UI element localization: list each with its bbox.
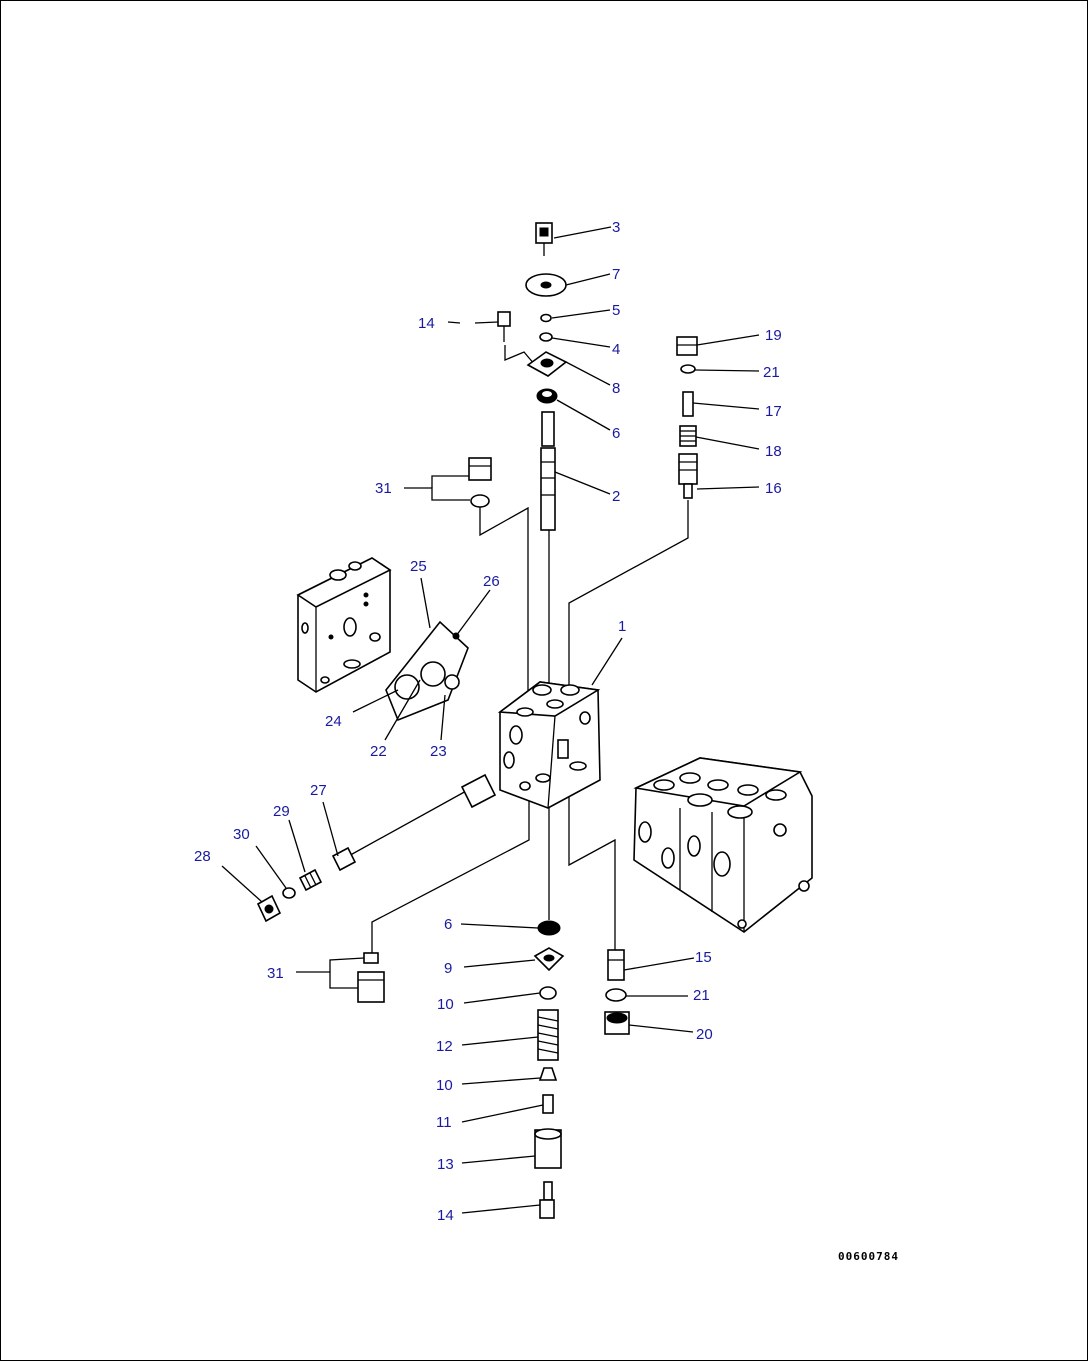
callout-14-bottom: 14 bbox=[437, 1207, 454, 1224]
valve-assembly bbox=[633, 757, 813, 933]
callout-7: 7 bbox=[612, 266, 620, 283]
callout-10-top: 10 bbox=[437, 996, 454, 1013]
callout-5: 5 bbox=[612, 302, 620, 319]
part-30-oring bbox=[282, 887, 296, 899]
part-13-cap bbox=[534, 1128, 562, 1169]
callout-12: 12 bbox=[436, 1038, 453, 1055]
part-4-oring bbox=[539, 332, 553, 342]
callout-6-top: 6 bbox=[612, 425, 620, 442]
callout-13: 13 bbox=[437, 1156, 454, 1173]
callout-14-top: 14 bbox=[418, 315, 435, 332]
part-3-solenoid-connector bbox=[535, 222, 553, 256]
part-16-valve bbox=[678, 453, 698, 499]
part-12-spring bbox=[537, 1009, 559, 1061]
callout-26: 26 bbox=[483, 573, 500, 590]
callout-11: 11 bbox=[436, 1114, 452, 1131]
part-20-plug bbox=[604, 1011, 630, 1035]
callout-6-bottom: 6 bbox=[444, 916, 452, 933]
callout-17: 17 bbox=[765, 403, 782, 420]
callout-3: 3 bbox=[612, 219, 620, 236]
callout-9: 9 bbox=[444, 960, 452, 977]
part-14-bolt-bottom bbox=[539, 1181, 555, 1219]
part-5-ring bbox=[540, 313, 552, 323]
part-29-spring bbox=[298, 868, 323, 892]
callout-labels: 3 7 5 14 4 8 19 21 17 6 18 31 2 16 25 26… bbox=[194, 219, 782, 1224]
part-10-seat-bottom bbox=[538, 1067, 558, 1081]
callout-23: 23 bbox=[430, 743, 447, 760]
part-6-seal-bottom bbox=[537, 920, 561, 936]
callout-1: 1 bbox=[618, 618, 626, 635]
callout-15: 15 bbox=[695, 949, 712, 966]
part-27-sleeve bbox=[331, 846, 357, 872]
callout-16: 16 bbox=[765, 480, 782, 497]
callout-24: 24 bbox=[325, 713, 342, 730]
part-2-spool bbox=[540, 411, 556, 531]
part-8-flange bbox=[526, 351, 568, 377]
callout-30: 30 bbox=[233, 826, 250, 843]
part-14-bolt-top bbox=[497, 311, 511, 342]
guide-lines bbox=[344, 345, 689, 955]
part-11-stopper bbox=[542, 1094, 554, 1114]
part-17-piston bbox=[682, 391, 694, 417]
callout-22: 22 bbox=[370, 743, 387, 760]
part-31-plug-bottom bbox=[357, 952, 385, 1003]
callout-18: 18 bbox=[765, 443, 782, 460]
part-25-gasket bbox=[385, 620, 469, 722]
callout-31-top: 31 bbox=[375, 480, 392, 497]
callout-27: 27 bbox=[310, 782, 327, 799]
part-7-plate bbox=[525, 273, 567, 297]
callout-leaders bbox=[221, 226, 760, 1214]
callout-8: 8 bbox=[612, 380, 620, 397]
drawing-code: 00600784 bbox=[838, 1250, 899, 1263]
callout-28: 28 bbox=[194, 848, 211, 865]
callout-21-bottom: 21 bbox=[693, 987, 710, 1004]
part-1-valve-section bbox=[497, 681, 601, 809]
cover-block bbox=[296, 557, 392, 693]
callout-10-bottom: 10 bbox=[436, 1077, 453, 1094]
callout-21-top: 21 bbox=[763, 364, 780, 381]
callout-29: 29 bbox=[273, 803, 290, 820]
callout-19: 19 bbox=[765, 327, 782, 344]
part-6-seal-top bbox=[536, 388, 558, 404]
part-18-spring bbox=[679, 425, 697, 447]
callout-25: 25 bbox=[410, 558, 427, 575]
part-21-oring-top bbox=[680, 364, 696, 374]
part-28-plug bbox=[256, 894, 282, 923]
callout-20: 20 bbox=[696, 1026, 713, 1043]
part-21-oring-bottom bbox=[605, 988, 627, 1002]
part-10-seat-top bbox=[539, 986, 557, 1000]
part-31-plug-top bbox=[468, 457, 492, 508]
callout-2: 2 bbox=[612, 488, 620, 505]
part-15-valve bbox=[607, 949, 625, 981]
callout-4: 4 bbox=[612, 341, 620, 358]
callout-31-bottom: 31 bbox=[267, 965, 284, 982]
part-27-guide-tube bbox=[460, 773, 497, 809]
part-9-cap bbox=[533, 947, 565, 972]
part-19-plug bbox=[676, 336, 698, 356]
